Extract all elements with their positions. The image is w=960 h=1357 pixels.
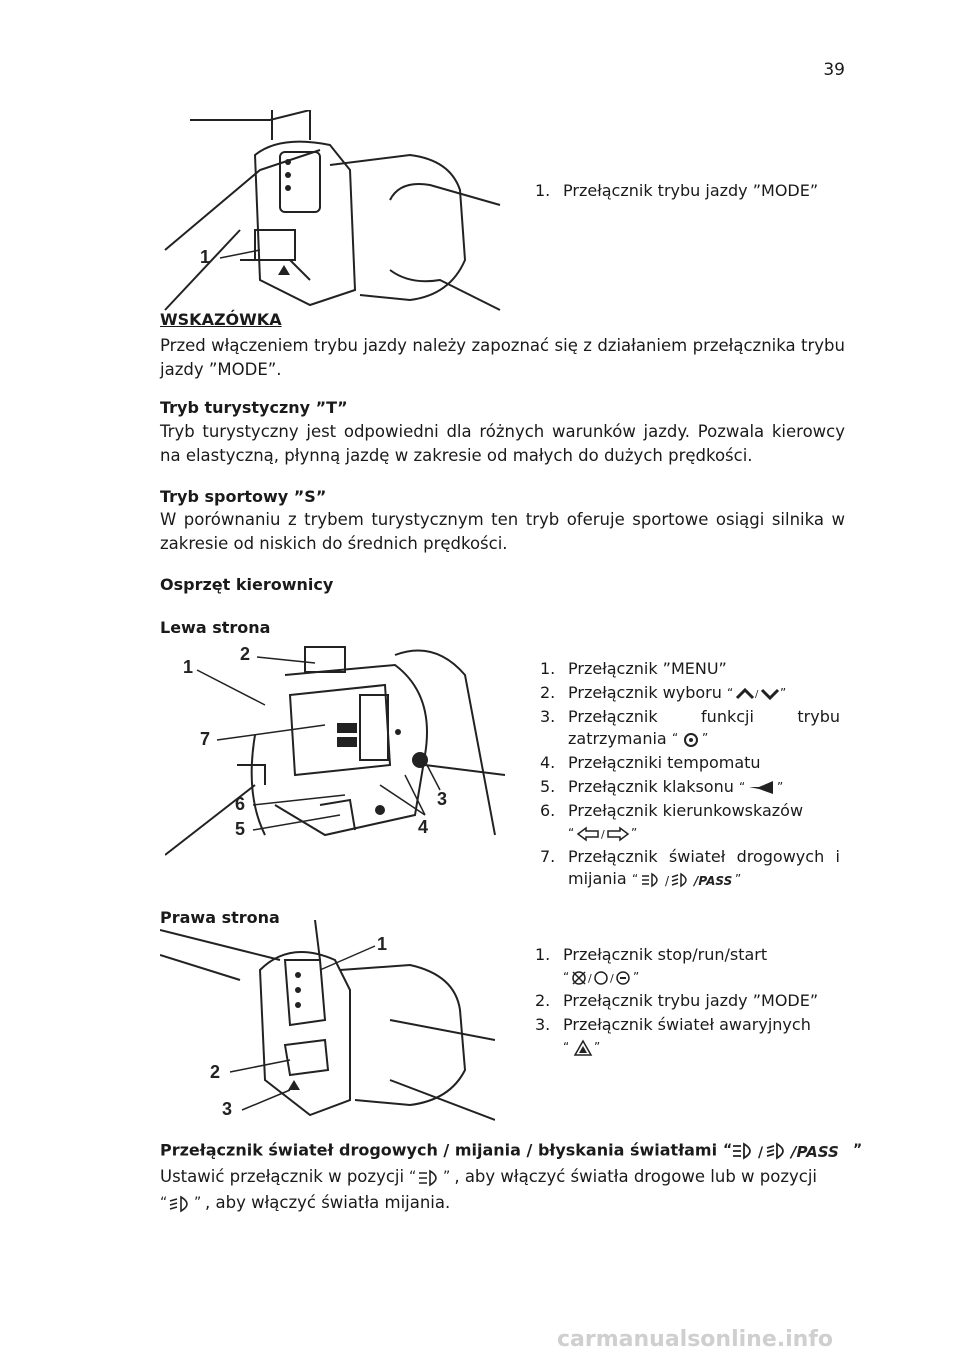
left-item-2: 2.Przełącznik wyboru “ / ” xyxy=(540,683,787,702)
tourist-mode-text: Tryb turystyczny jest odpowiedni dla róż… xyxy=(160,422,845,465)
svg-text:“: “ xyxy=(632,872,638,886)
turn-signal-icon: “ / ” xyxy=(568,826,637,841)
callout-7: 7 xyxy=(200,729,210,749)
left-side-caption: 1.Przełącznik ”MENU” 2.Przełącznik wybor… xyxy=(540,658,840,892)
svg-text:“: “ xyxy=(672,731,678,745)
svg-text:”: ” xyxy=(631,826,637,840)
left-item-6: 6.Przełącznik kierunkowskazów “ / ” xyxy=(540,801,804,841)
left-handlebar-figure: 1 2 7 6 5 4 3 xyxy=(165,644,505,856)
tourist-mode-title: Tryb turystyczny ”T” xyxy=(160,398,348,417)
callout-4: 4 xyxy=(418,817,428,837)
caption-1: 1.Przełącznik trybu jazdy ”MODE” xyxy=(535,180,845,204)
svg-text:“: “ xyxy=(563,970,569,984)
right-item-1: 1.Przełącznik stop/run/start “ / / ” xyxy=(535,944,840,988)
svg-text:/PASS: /PASS xyxy=(692,874,732,888)
svg-text:”: ” xyxy=(777,780,783,794)
beam-pass-icon: “ / /PASS ” xyxy=(632,872,741,888)
mode-switch-figure: 1 xyxy=(164,110,501,311)
svg-text:/: / xyxy=(588,972,592,985)
left-item-5: 5.Przełącznik klaksonu “ ” xyxy=(540,776,840,798)
watermark: carmanualsonline.info xyxy=(557,1327,833,1352)
svg-text:/: / xyxy=(601,828,605,841)
svg-text:”: ” xyxy=(594,1040,600,1054)
svg-text:/: / xyxy=(610,972,614,985)
callout-3: 3 xyxy=(437,789,447,809)
svg-text:”: ” xyxy=(780,686,786,700)
high-beam-icon: “ ” xyxy=(409,1169,451,1186)
callout-6: 6 xyxy=(235,794,245,814)
right-item-3: 3.Przełącznik świateł awaryjnych “ ” xyxy=(535,1014,840,1058)
svg-text:”: ” xyxy=(443,1169,450,1185)
left-item-4: 4.Przełączniki tempomatu xyxy=(540,753,761,772)
note-title: WSKAZÓWKA xyxy=(160,310,282,329)
right-side-title: Prawa strona xyxy=(160,908,280,927)
caption-1-item: 1.Przełącznik trybu jazdy ”MODE” xyxy=(535,181,819,200)
left-side-title: Lewa strona xyxy=(160,618,271,637)
svg-text:”: ” xyxy=(633,970,639,984)
gear-icon: “ ” xyxy=(672,731,708,747)
beam-switch-text: Ustawić przełącznik w pozycji “ ” , aby … xyxy=(160,1164,845,1216)
svg-text:“: “ xyxy=(739,780,745,794)
left-item-7: 7.Przełącznik świateł drogowych i mijani… xyxy=(540,847,840,888)
sport-mode-text: W porównaniu z trybem turystycznym ten t… xyxy=(160,510,845,553)
callout-1: 1 xyxy=(377,934,387,954)
left-item-1: 1.Przełącznik ”MENU” xyxy=(540,659,727,678)
sport-mode-title: Tryb sportowy ”S” xyxy=(160,487,327,506)
low-beam-icon: “ ” xyxy=(160,1195,201,1212)
right-side-caption: 1.Przełącznik stop/run/start “ / / ” 2.P… xyxy=(535,944,840,1060)
svg-text:“: “ xyxy=(723,1142,732,1158)
svg-text:“: “ xyxy=(727,686,733,700)
hazard-icon: “ ” xyxy=(563,1038,600,1056)
svg-text:/: / xyxy=(758,1145,764,1161)
svg-text:”: ” xyxy=(702,731,708,745)
note-text: Przed włączeniem trybu jazdy należy zapo… xyxy=(160,336,845,379)
left-item-3: 3.Przełącznik funkcji trybu zatrzymania … xyxy=(540,707,840,748)
svg-text:“: “ xyxy=(409,1169,416,1185)
svg-text:/PASS: /PASS xyxy=(789,1143,839,1161)
svg-text:”: ” xyxy=(735,872,741,886)
svg-text:/: / xyxy=(755,689,759,700)
svg-text:”: ” xyxy=(194,1195,201,1211)
beam-switch-title: Przełącznik świateł drogowych / mijania … xyxy=(160,1140,862,1162)
svg-text:“: “ xyxy=(568,826,574,840)
callout-3: 3 xyxy=(222,1099,232,1119)
svg-text:/: / xyxy=(665,874,670,888)
beam-pass-icon: “ / /PASS ” xyxy=(723,1142,862,1161)
up-down-arrow-icon: “ / ” xyxy=(727,686,786,700)
callout-1: 1 xyxy=(200,247,210,267)
handlebar-heading: Osprzęt kierownicy xyxy=(160,575,334,594)
horn-icon: “ ” xyxy=(739,780,783,794)
right-handlebar-figure: 1 2 3 xyxy=(160,920,495,1121)
callout-2: 2 xyxy=(240,644,250,664)
page-number: 39 xyxy=(823,60,845,80)
callout-1: 1 xyxy=(183,657,193,677)
svg-text:“: “ xyxy=(563,1040,569,1054)
svg-text:“: “ xyxy=(160,1195,167,1211)
svg-text:”: ” xyxy=(853,1142,862,1158)
right-item-2: 2.Przełącznik trybu jazdy ”MODE” xyxy=(535,991,819,1010)
callout-5: 5 xyxy=(235,819,245,839)
stop-run-start-icon: “ / / ” xyxy=(563,970,639,985)
callout-2: 2 xyxy=(210,1062,220,1082)
